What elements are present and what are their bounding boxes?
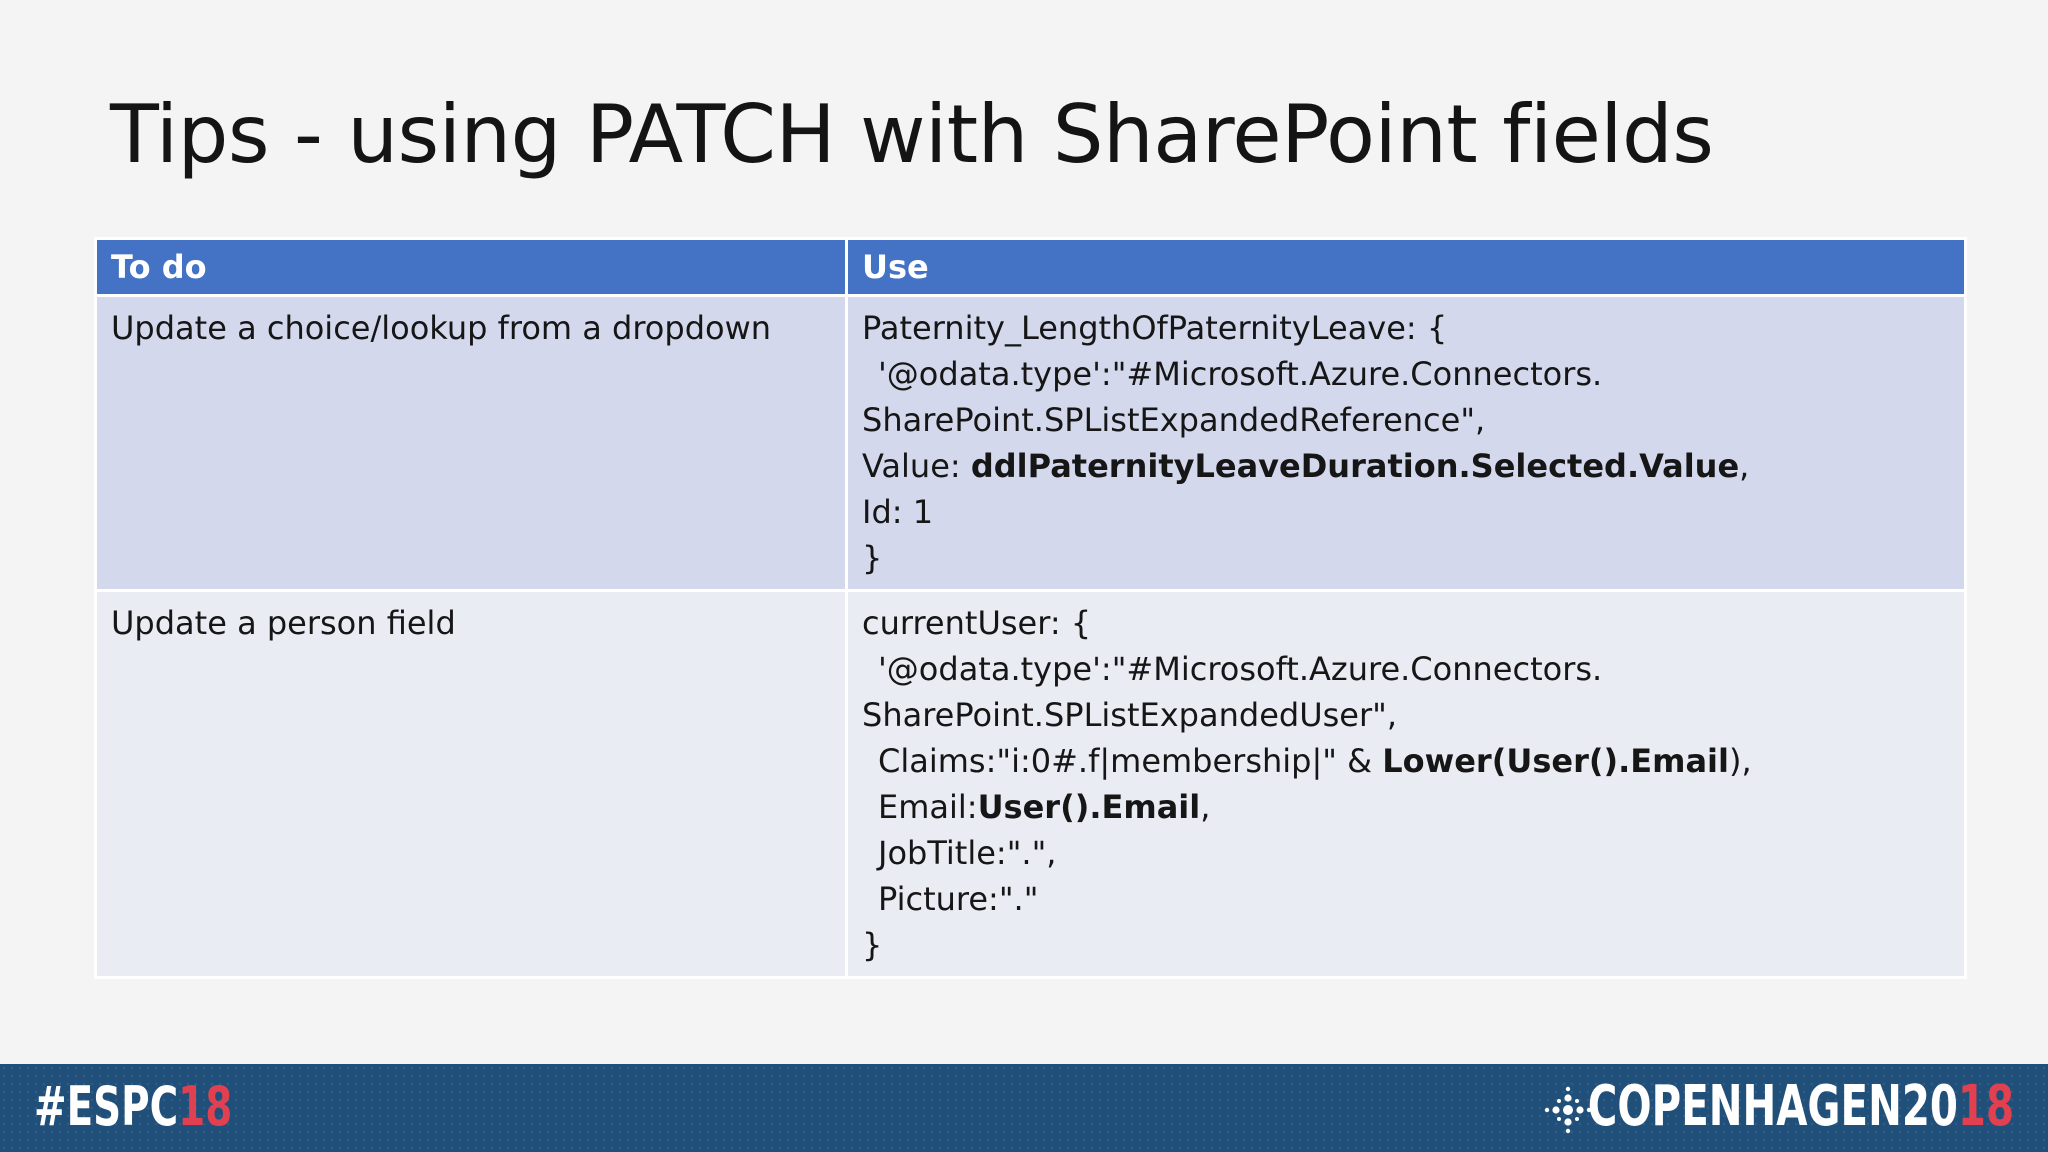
code-line: }: [862, 539, 883, 577]
todo-cell: Update a person field: [94, 589, 848, 979]
code-line: currentUser: {: [862, 604, 1092, 642]
code-text: ),: [1728, 742, 1752, 780]
event-hashtag: #ESPC18: [34, 1074, 232, 1140]
table-header-row: To do Use: [94, 237, 1967, 297]
code-text: Value:: [862, 447, 971, 485]
code-text: ,: [1739, 447, 1750, 485]
hashtag-year: 18: [178, 1075, 233, 1138]
slide-title: Tips - using PATCH with SharePoint field…: [110, 88, 1714, 181]
table-row: Update a choice/lookup from a dropdown P…: [94, 294, 1967, 592]
event-city: COPENHAGEN2018: [1588, 1074, 2014, 1140]
city-year-accent: 18: [1957, 1074, 2014, 1139]
footer-banner: #ESPC18 COPENHAGEN2018: [0, 1064, 2048, 1152]
code-line: Claims:"i:0#.f|membership|" & Lower(User…: [862, 738, 1950, 784]
todo-cell: Update a choice/lookup from a dropdown: [94, 294, 848, 592]
code-bold-text: ddlPaternityLeaveDuration.Selected.Value: [970, 447, 1740, 485]
code-line: SharePoint.SPListExpandedReference",: [862, 401, 1486, 439]
hashtag-text: #ESPC: [34, 1075, 179, 1138]
code-line: '@odata.type':"#Microsoft.Azure.Connecto…: [878, 355, 1603, 393]
code-line: }: [862, 926, 883, 964]
code-line: Email:User().Email,: [862, 784, 1950, 830]
code-text: Claims:"i:0#.f|membership|" &: [878, 742, 1383, 780]
code-text: ,: [1200, 788, 1211, 826]
code-line: Value: ddlPaternityLeaveDuration.Selecte…: [862, 443, 1950, 489]
dot-cluster-icon: [1544, 1086, 1592, 1134]
city-text: COPENHAGEN: [1587, 1074, 1902, 1139]
city-year-part: 20: [1901, 1074, 1958, 1139]
use-cell: currentUser: { '@odata.type':"#Microsoft…: [845, 589, 1967, 979]
use-cell: Paternity_LengthOfPaternityLeave: { '@od…: [845, 294, 1967, 592]
table-row: Update a person field currentUser: { '@o…: [94, 589, 1967, 979]
header-todo: To do: [94, 237, 848, 297]
code-line: Picture:".": [878, 880, 1039, 918]
code-text: Email:: [878, 788, 978, 826]
code-line: SharePoint.SPListExpandedUser",: [862, 696, 1398, 734]
code-line: Id: 1: [862, 493, 934, 531]
code-bold-text: User().Email: [977, 788, 1201, 826]
tips-table: To do Use Update a choice/lookup from a …: [94, 237, 1967, 979]
code-line: '@odata.type':"#Microsoft.Azure.Connecto…: [878, 650, 1603, 688]
code-bold-text: Lower(User().Email: [1382, 742, 1729, 780]
code-line: JobTitle:".",: [878, 834, 1057, 872]
code-line: Paternity_LengthOfPaternityLeave: {: [862, 309, 1448, 347]
header-use: Use: [845, 237, 1967, 297]
